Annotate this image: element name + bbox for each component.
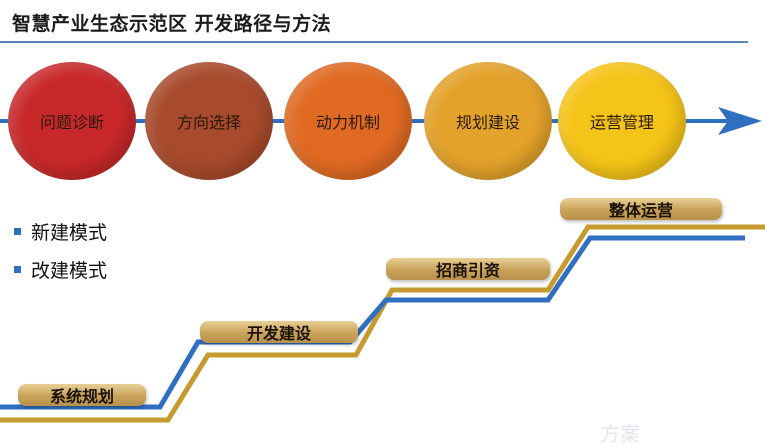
stair-step-label: 开发建设 bbox=[246, 324, 311, 343]
flow-step-mechanism: 动力机制 bbox=[284, 62, 412, 180]
legend-label: 改建模式 bbox=[31, 259, 108, 282]
flow-step-label: 动力机制 bbox=[315, 113, 380, 132]
flow-step-label: 问题诊断 bbox=[39, 113, 104, 132]
legend-bullet-icon bbox=[14, 227, 21, 235]
flow-step-operation: 运营管理 bbox=[558, 62, 686, 180]
title-divider bbox=[0, 41, 748, 43]
page-title: 智慧产业生态示范区 开发路径与方法 bbox=[12, 13, 332, 35]
legend: 新建模式 改建模式 bbox=[14, 212, 107, 288]
legend-label: 新建模式 bbox=[31, 221, 108, 244]
flow-step-direction: 方向选择 bbox=[145, 62, 273, 180]
flow-step-label: 方向选择 bbox=[176, 113, 241, 132]
legend-bullet-icon bbox=[14, 265, 21, 273]
flow-step-label: 规划建设 bbox=[455, 113, 520, 132]
legend-item: 新建模式 bbox=[14, 212, 107, 250]
stair-step-investment: 招商引资 bbox=[386, 258, 550, 280]
flow-step-planning: 规划建设 bbox=[424, 62, 552, 180]
stair-step-label: 整体运营 bbox=[608, 201, 673, 220]
watermark: 方案 bbox=[600, 422, 640, 446]
stair-step-system-planning: 系统规划 bbox=[18, 384, 146, 406]
arrow-head-icon bbox=[718, 107, 762, 135]
stair-line-gold bbox=[0, 224, 765, 423]
stair-step-development: 开发建设 bbox=[200, 321, 358, 343]
flow-step-label: 运营管理 bbox=[589, 113, 654, 132]
stair-step-operation: 整体运营 bbox=[560, 198, 722, 220]
legend-item: 改建模式 bbox=[14, 250, 107, 288]
flow-step-diagnosis: 问题诊断 bbox=[8, 62, 136, 180]
stair-line-blue bbox=[0, 235, 745, 410]
stair-step-label: 招商引资 bbox=[435, 261, 500, 280]
stair-step-label: 系统规划 bbox=[49, 387, 114, 406]
